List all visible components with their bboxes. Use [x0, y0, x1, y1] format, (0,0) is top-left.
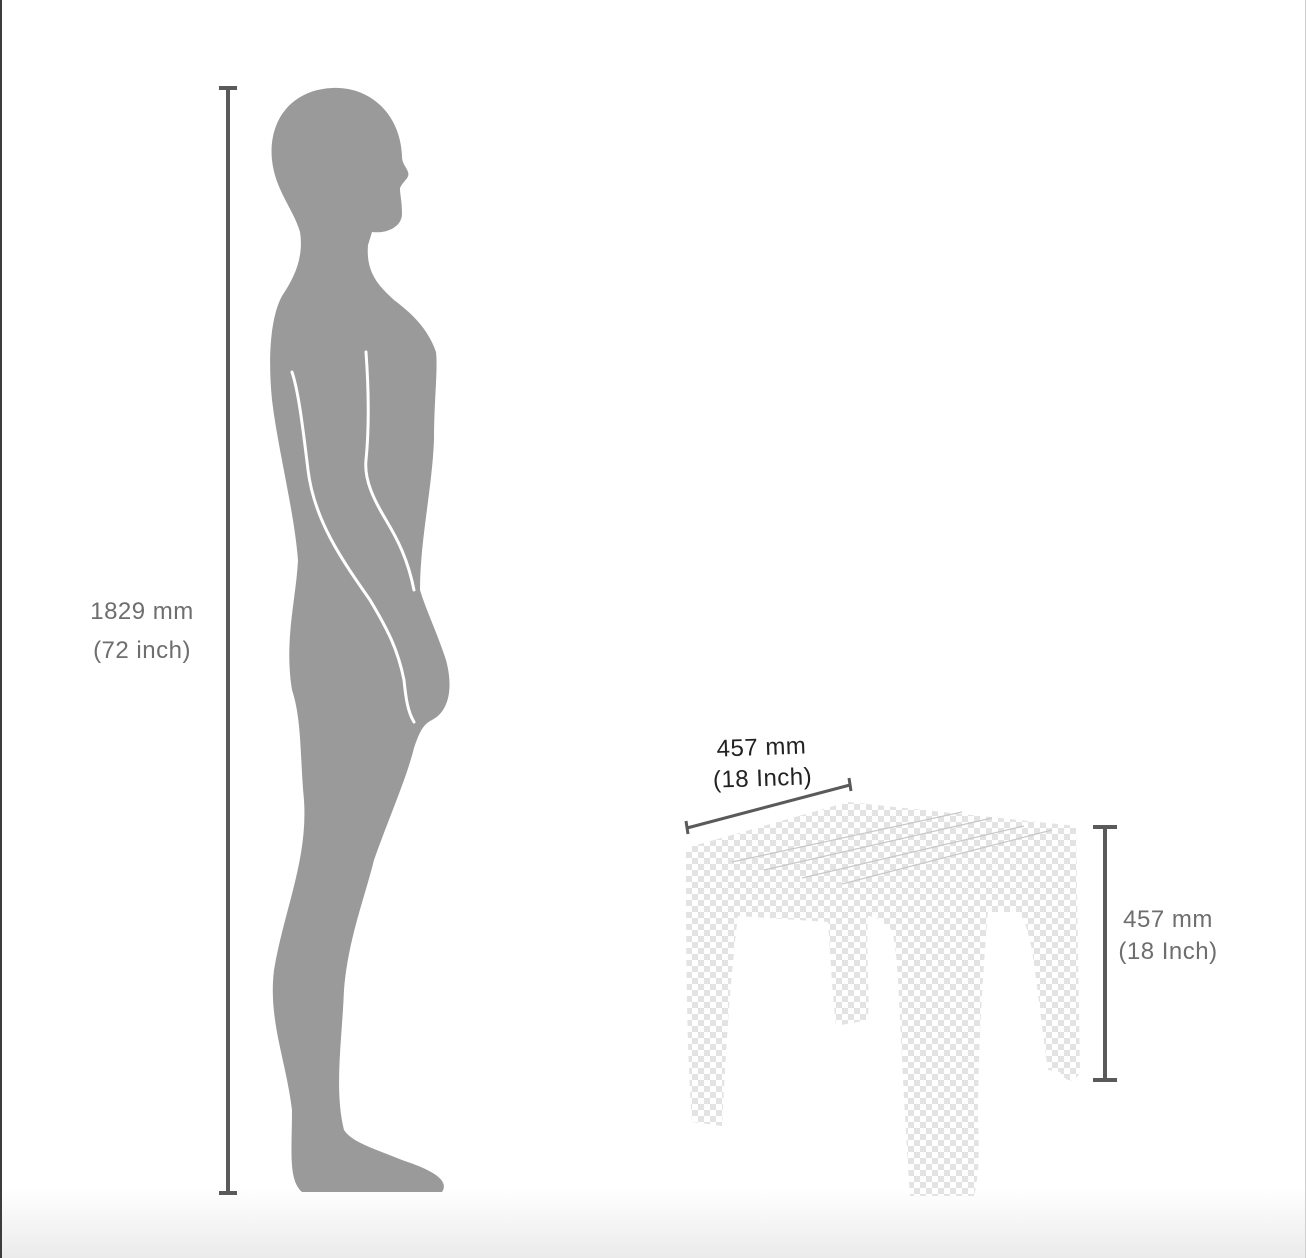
person-height-label: 1829 mm (72 inch)	[62, 592, 222, 670]
stool-height-mm: 457 mm	[1123, 906, 1213, 933]
bottom-shadow	[2, 1188, 1305, 1258]
stool-width-dimension-line	[684, 777, 853, 835]
stool-width-inch: (18 Inch)	[712, 763, 813, 794]
stool-height-inch: (18 Inch)	[1118, 938, 1218, 965]
person-height-dimension-line	[219, 86, 237, 1195]
stool-height-dimension-line	[1093, 825, 1117, 1082]
person-height-mm: 1829 mm	[90, 598, 194, 625]
stool-width-mm: 457 mm	[716, 732, 807, 763]
stool-height-label: 457 mm (18 Inch)	[1102, 904, 1234, 968]
human-silhouette	[270, 87, 450, 1193]
stool-graphic	[686, 802, 1080, 1196]
stool-width-label: 457 mm (18 Inch)	[691, 730, 833, 797]
person-height-inch: (72 inch)	[93, 637, 191, 664]
